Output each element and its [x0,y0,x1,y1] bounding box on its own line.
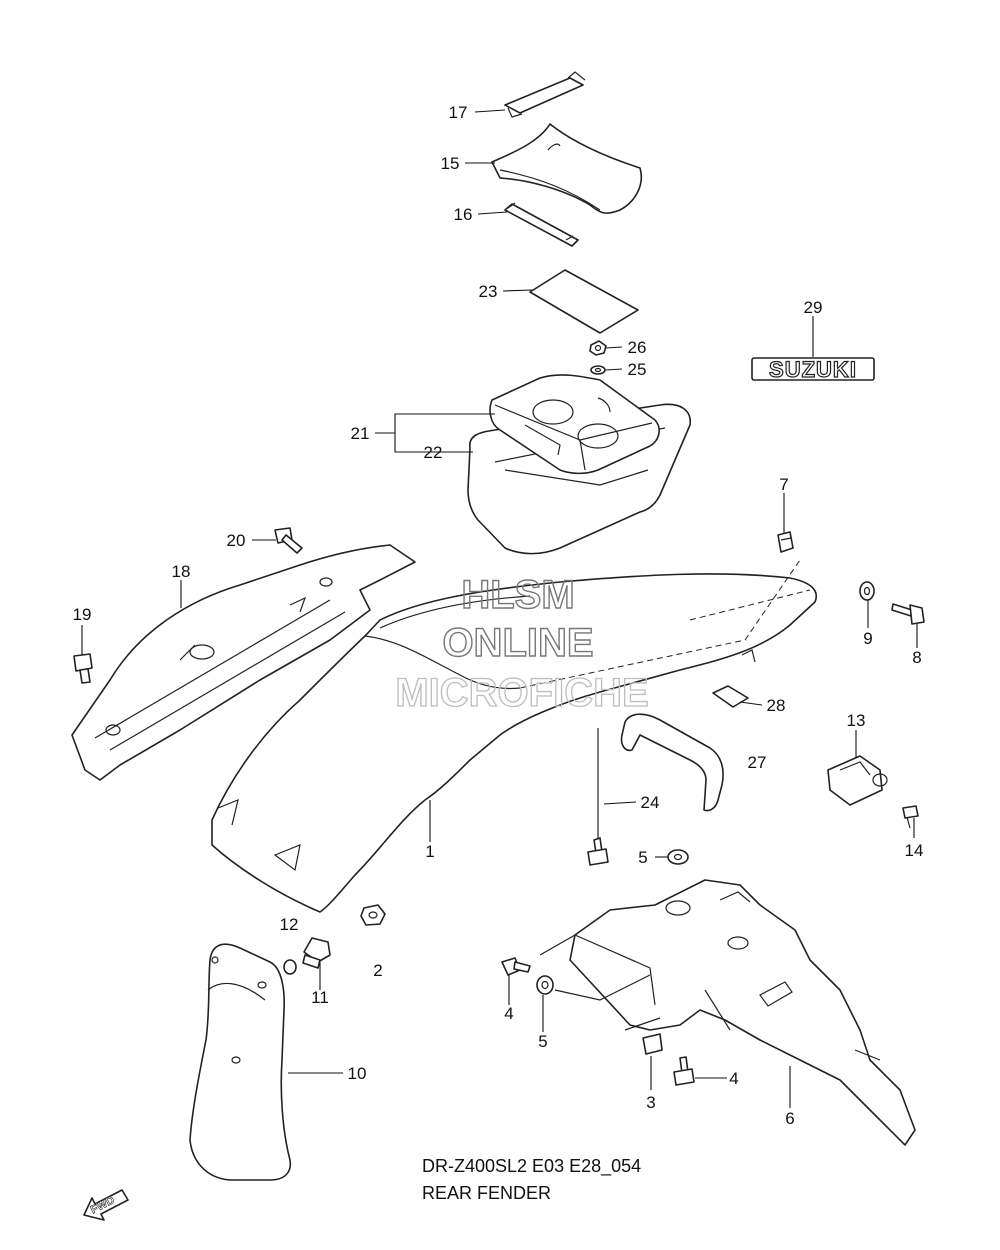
part-15-tool-bag [491,123,642,214]
watermark: HLSM ONLINE MICROFICHE [395,572,650,715]
watermark-line-3: MICROFICHE [395,671,648,715]
callout-10: 10 [348,1064,367,1083]
part-10-mud-flap [189,943,292,1181]
callout-5-top: 5 [638,848,647,867]
callout-19: 19 [73,605,92,624]
part-5-washer-top [667,849,689,865]
callout-7: 7 [779,475,788,494]
part-14-screw [902,805,919,829]
callout-5-left: 5 [538,1032,547,1051]
callout-23: 23 [479,282,498,301]
part-12-nut [360,904,386,926]
part-3-clip [624,1017,663,1055]
watermark-line-2: ONLINE [442,621,593,665]
part-8-bolt [891,603,925,625]
callout-15: 15 [441,154,460,173]
leader-lines [81,109,918,1108]
part-13-bracket [827,755,888,806]
callout-27: 27 [748,753,767,772]
part-5-collar-left [536,975,554,995]
callout-24: 24 [641,793,660,812]
part-17-strap [504,71,586,118]
callout-25: 25 [628,360,647,379]
part-6-rear-bracket [539,879,916,1146]
callout-4-left: 4 [504,1004,513,1023]
part-20-bolt [274,527,303,554]
part-21-tool-box [489,374,660,475]
part-27-handle [620,713,724,812]
diagram-caption: DR-Z400SL2 E03 E28_054 REAR FENDER [422,1156,641,1203]
part-29-emblem: SUZUKI [751,356,875,383]
callout-12: 12 [280,915,299,934]
part-16-tool [504,202,579,247]
part-23-manual [529,269,639,334]
callout-8: 8 [912,648,921,667]
callout-22: 22 [424,443,443,462]
callout-11: 11 [311,988,329,1007]
section-title: REAR FENDER [422,1183,551,1203]
callout-18: 18 [172,562,191,581]
part-24-bolt [587,837,609,866]
callout-2: 2 [373,961,382,980]
callout-labels: 17 15 16 23 26 25 21 22 29 7 20 18 19 9 … [73,103,924,1128]
model-code: DR-Z400SL2 E03 E28_054 [422,1156,641,1177]
callout-16: 16 [454,205,473,224]
callout-28: 28 [767,696,786,715]
part-1-rear-fender [211,559,817,913]
part-11-bolt [283,937,331,975]
part-4-bolt-left [501,957,531,976]
part-28-pad [712,685,749,708]
forward-arrow-icon: FWD [83,1189,129,1221]
callout-17: 17 [449,103,468,122]
callout-14: 14 [905,841,924,860]
watermark-line-1: HLSM [461,573,574,617]
part-9-washer [859,581,875,601]
part-4-bolt-lower [673,1056,695,1086]
callout-26: 26 [628,338,647,357]
callout-6: 6 [785,1109,794,1128]
part-18-side-cover [71,544,416,781]
callout-9: 9 [863,629,872,648]
part-7-clip [777,531,794,553]
callout-1: 1 [425,842,434,861]
callout-20: 20 [227,531,246,550]
callout-21: 21 [351,424,370,443]
part-25-washer [590,365,606,375]
part-19-bolt [73,653,93,684]
callout-29: 29 [804,298,823,317]
callout-4-lower: 4 [729,1069,738,1088]
callout-3: 3 [646,1093,655,1112]
part-26-nut [589,340,607,356]
suzuki-emblem-text: SUZUKI [769,357,857,382]
callout-13: 13 [847,711,866,730]
